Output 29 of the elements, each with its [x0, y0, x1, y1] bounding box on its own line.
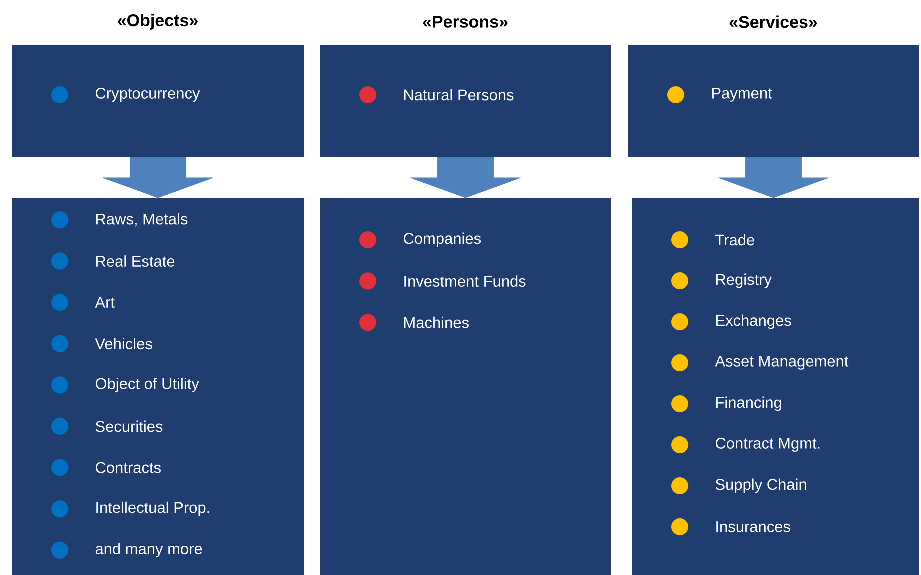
bullet-item: Contracts — [52, 459, 161, 476]
bullet-item: Registry — [672, 272, 772, 290]
bullet-item: Exchanges — [672, 314, 792, 330]
bullet-item: Intellectual Prop. — [52, 500, 210, 518]
bullet-item: Securities — [52, 418, 163, 435]
bullet-item: Contract Mgmt. — [672, 436, 820, 454]
bullet-item: Real Estate — [52, 252, 175, 270]
bullet-item: Financing — [672, 396, 782, 412]
bullet-item: Supply Chain — [672, 478, 806, 494]
bullet-item: and many more — [52, 542, 202, 559]
bullet-item: Raws, Metals — [52, 212, 188, 228]
column-heading: «Persons» — [423, 16, 508, 28]
block-arrow — [102, 157, 214, 198]
bullet-item: Insurances — [672, 518, 790, 536]
bullet-item: Payment — [668, 86, 772, 104]
bullet-item: Trade — [672, 232, 754, 248]
column-heading: «Objects» — [118, 14, 198, 30]
bullet-item: Natural Persons — [360, 86, 514, 104]
bullet-item: Investment Funds — [360, 272, 526, 290]
bullet-item: Asset Management — [672, 354, 849, 372]
bullet-item: Companies — [360, 232, 482, 248]
column-heading: «Services» — [730, 16, 818, 28]
block-arrow — [718, 157, 829, 198]
bullet-item: Machines — [360, 314, 469, 332]
block-arrow — [410, 157, 521, 198]
bullet-item: Cryptocurrency — [52, 86, 200, 104]
bullet-item: Vehicles — [52, 335, 152, 352]
bullet-item: Art — [52, 294, 115, 312]
bullet-item: Object of Utility — [52, 376, 200, 394]
